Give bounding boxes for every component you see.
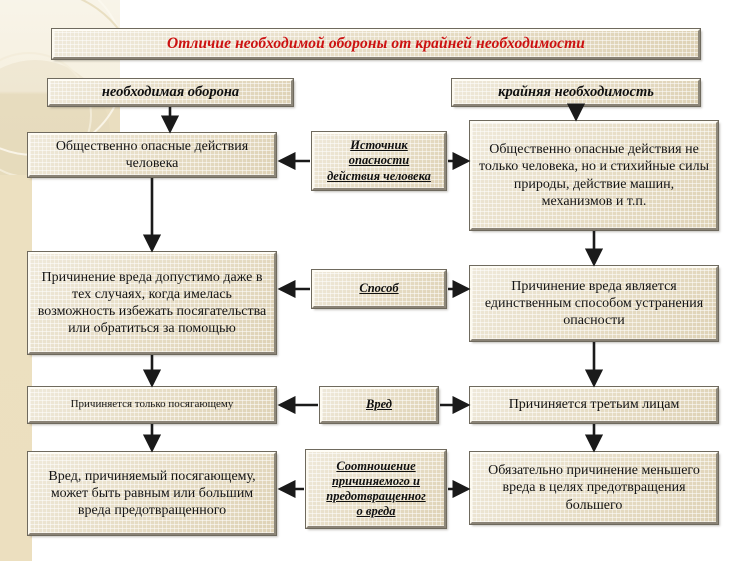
criterion-row4-line2: причиняемого и bbox=[331, 473, 421, 488]
cell-right-row3: Причиняется третьим лицам bbox=[469, 386, 719, 424]
cell-right-row3-text: Причиняется третьим лицам bbox=[508, 397, 680, 413]
criterion-row4: Соотношение причиняемого и предотвращенн… bbox=[305, 449, 447, 529]
criterion-row2-line1: Способ bbox=[359, 281, 399, 296]
criterion-row3: Вред bbox=[319, 386, 439, 424]
diagram-title-text: Отличие необходимой обороны от крайней н… bbox=[166, 34, 586, 52]
criterion-row4-line4: о вреда bbox=[356, 504, 396, 519]
cell-left-row3: Причиняется только посягающему bbox=[27, 386, 277, 424]
criterion-row2: Способ bbox=[311, 269, 447, 309]
criterion-row4-text: Соотношение причиняемого и предотвращенн… bbox=[314, 459, 438, 520]
criterion-row1-line3: действия человека bbox=[327, 168, 431, 183]
column-header-right: крайняя необходимость bbox=[451, 78, 701, 107]
criterion-row4-line3: предотвращенног bbox=[326, 489, 426, 503]
cell-left-row1: Общественно опасные действия человека bbox=[27, 132, 277, 178]
cell-left-row2: Причинение вреда допустимо даже в тех сл… bbox=[27, 251, 277, 355]
cell-left-row3-text: Причиняется только посягающему bbox=[70, 398, 234, 411]
cell-right-row2-text: Причинение вреда является единственным с… bbox=[484, 278, 704, 329]
criterion-row3-text: Вред bbox=[328, 397, 430, 412]
cell-right-row1-text: Общественно опасные действия не только ч… bbox=[478, 142, 709, 209]
criterion-row1-line2: опасности bbox=[348, 153, 410, 168]
cell-right-row2: Причинение вреда является единственным с… bbox=[469, 265, 719, 342]
cell-right-row4-text: Обязательно причинение меньшего вреда в … bbox=[488, 463, 700, 513]
cell-right-row1: Общественно опасные действия не только ч… bbox=[469, 120, 719, 231]
cell-left-row4-text: Вред, причиняемый посягающему, может быт… bbox=[48, 468, 256, 519]
column-header-right-text: крайняя необходимость bbox=[498, 83, 654, 100]
criterion-row1-text: Источник опасности действия человека bbox=[320, 138, 438, 184]
criterion-row3-line1: Вред bbox=[365, 397, 393, 412]
column-header-left: необходимая оборона bbox=[47, 78, 294, 107]
cell-left-row1-text: Общественно опасные действия человека bbox=[55, 138, 249, 171]
column-header-left-text: необходимая оборона bbox=[101, 83, 240, 100]
criterion-row1-line1: Источник bbox=[350, 138, 408, 153]
cell-left-row2-text: Причинение вреда допустимо даже в тех сл… bbox=[37, 269, 267, 337]
cell-right-row4: Обязательно причинение меньшего вреда в … bbox=[469, 451, 719, 525]
criterion-row2-text: Способ bbox=[320, 281, 438, 296]
criterion-row1: Источник опасности действия человека bbox=[311, 131, 447, 191]
criterion-row4-line1: Соотношение bbox=[336, 458, 416, 473]
diagram-title: Отличие необходимой обороны от крайней н… bbox=[51, 28, 701, 60]
cell-left-row4: Вред, причиняемый посягающему, может быт… bbox=[27, 451, 277, 536]
